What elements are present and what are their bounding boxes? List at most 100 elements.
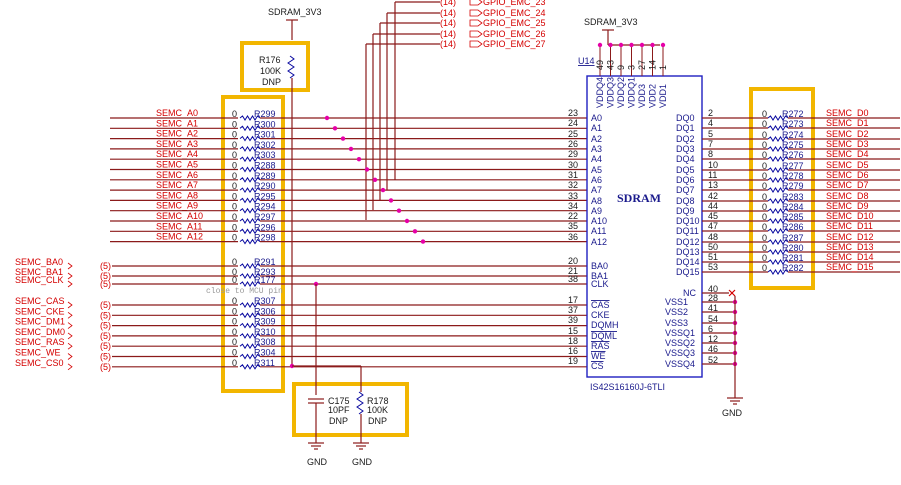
data-ref-1: R273	[782, 119, 804, 129]
dq-name-3: DQ3	[676, 144, 695, 154]
data-res-6	[767, 177, 789, 183]
gpio-arrow-0	[469, 0, 483, 6]
addr-dot-2	[340, 136, 346, 141]
data-ref-4: R276	[782, 150, 804, 160]
data-res-2	[767, 136, 789, 142]
data-res-9	[767, 208, 789, 214]
bank-ref-2: R177	[254, 275, 276, 285]
left-name-15: CLK	[591, 279, 609, 289]
data-val-12: 0	[762, 233, 767, 243]
ctrl-val-2: 0	[232, 317, 237, 327]
data-net-13: SEMC_D13	[826, 242, 874, 252]
data-ref-14: R281	[782, 253, 804, 263]
dq-name-11: DQ11	[676, 226, 699, 236]
left-name-6: A6	[591, 175, 602, 185]
bank-ref5-1: (5)	[100, 271, 111, 281]
data-val-6: 0	[762, 171, 767, 181]
data-val-4: 0	[762, 150, 767, 160]
data-val-3: 0	[762, 140, 767, 150]
r178-value: 100K	[367, 405, 388, 415]
ctrl-net-4: SEMC_RAS	[15, 337, 65, 347]
data-ref-7: R279	[782, 181, 804, 191]
data-res-1	[767, 125, 789, 131]
gnd-symbol-1: GND	[307, 442, 328, 467]
ctrl-res-0	[239, 302, 261, 308]
addr-val-9: 0	[232, 202, 237, 212]
left-name-9: A9	[591, 206, 602, 216]
dq-name-12: DQ12	[676, 237, 700, 247]
data-val-10: 0	[762, 212, 767, 222]
bank-arrow-2	[67, 280, 73, 288]
ctrl-ref5-3: (5)	[100, 331, 111, 341]
addr-res-10	[239, 218, 261, 224]
ctrl-ref5-0: (5)	[100, 300, 111, 310]
left-name-16: CAS	[591, 300, 610, 310]
top-num-2: 9	[616, 65, 626, 70]
left-name-14: BA1	[591, 271, 608, 281]
data-net-10: SEMC_D10	[826, 211, 874, 221]
data-val-0: 0	[762, 109, 767, 119]
data-val-8: 0	[762, 192, 767, 202]
top-dot-2	[618, 42, 624, 48]
data-val-11: 0	[762, 222, 767, 232]
data-res-14	[767, 259, 789, 265]
left-name-4: A4	[591, 154, 602, 164]
addr-res-6	[239, 176, 261, 183]
ctrl-arrow-1	[67, 311, 73, 319]
data-ref-8: R283	[782, 192, 804, 202]
r176-value: 100K	[260, 66, 281, 76]
dq-name-4: DQ4	[676, 154, 695, 164]
left-name-3: A3	[591, 144, 602, 154]
top-name-3: VDDQ1	[627, 77, 637, 108]
r178-ref: R178	[367, 396, 389, 406]
left-num-6: 31	[568, 170, 578, 180]
addr-res-0	[239, 115, 261, 121]
ctrl-val-5: 0	[232, 348, 237, 358]
dq-num-11: 47	[708, 221, 718, 231]
addr-dot-9	[396, 208, 402, 213]
top-num-5: 14	[648, 60, 658, 70]
data-net-14: SEMC_D14	[826, 252, 874, 262]
close-note: close to MCU pin	[206, 287, 283, 296]
addr-net-11: SEMC_A11	[156, 221, 202, 231]
addr-net-9: SEMC_A9	[156, 201, 198, 211]
pwr-name-6: VSSQ3	[665, 348, 695, 358]
ctrl-arrow-0	[67, 301, 73, 309]
top-num-6: 1	[658, 65, 668, 70]
addr-val-8: 0	[232, 191, 237, 201]
pwr-num-5: 12	[708, 334, 718, 344]
data-res-10	[767, 218, 789, 224]
ctrl-ref-6: R311	[254, 358, 275, 368]
addr-net-12: SEMC_A12	[156, 232, 203, 242]
dq-name-9: DQ9	[676, 206, 695, 216]
dq-num-7: 13	[708, 180, 718, 190]
addr-val-10: 0	[232, 212, 237, 222]
bank-res-2	[239, 281, 261, 287]
gpio-ref-3: (14)	[440, 29, 456, 39]
bank-ref5-2: (5)	[100, 279, 111, 289]
pwr-name-7: VSSQ4	[665, 359, 695, 369]
top-num-4: 27	[637, 60, 647, 70]
left-num-1: 24	[568, 118, 578, 128]
data-ref-2: R274	[782, 130, 804, 140]
data-net-12: SEMC_D12	[826, 232, 874, 242]
ctrl-ref-3: R310	[254, 327, 276, 337]
left-name-13: BA0	[591, 261, 608, 271]
gpio-ref-2: (14)	[440, 18, 456, 28]
dq-num-2: 5	[708, 129, 713, 139]
dq-num-6: 11	[708, 170, 717, 180]
dq-name-8: DQ8	[676, 196, 695, 206]
power-label-right: SDRAM_3V3	[584, 17, 638, 27]
ctrl-res-3	[239, 332, 261, 339]
addr-ref-4: R303	[254, 150, 276, 160]
left-name-12: A12	[591, 237, 607, 247]
left-num-17: 37	[568, 305, 578, 315]
data-ref-9: R284	[782, 202, 804, 212]
dq-num-10: 45	[708, 211, 718, 221]
addr-res-9	[239, 207, 261, 214]
left-num-16: 17	[568, 295, 578, 305]
left-name-8: A8	[591, 196, 602, 206]
data-res-4	[767, 156, 789, 162]
